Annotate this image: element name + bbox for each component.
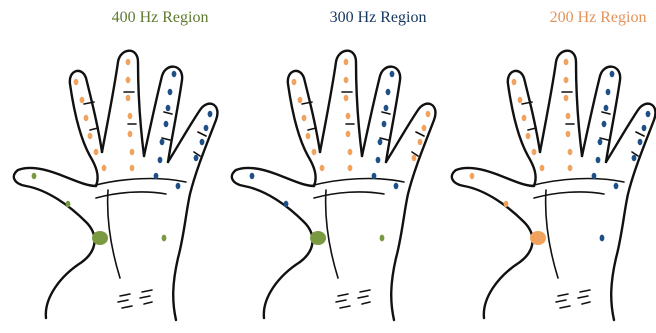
marker-middle-6 xyxy=(568,149,573,155)
marker-index-5 xyxy=(312,149,317,155)
marker-little-4 xyxy=(412,155,417,161)
marker-little-1 xyxy=(426,111,431,117)
marker-middle-6 xyxy=(130,149,135,155)
marker-little-2 xyxy=(204,125,209,131)
marker-little-4 xyxy=(632,155,637,161)
marker-little-3 xyxy=(200,139,205,145)
marker-ring-7 xyxy=(372,173,377,179)
marker-palm-1 xyxy=(176,183,181,189)
hand-panel-400hz: 400 Hz Region xyxy=(14,9,218,320)
marker-ring-3 xyxy=(604,105,609,111)
marker-hypothenar-1 xyxy=(600,235,605,242)
marker-middle-3 xyxy=(126,95,131,101)
marker-index-3 xyxy=(84,115,89,121)
marker-index-3 xyxy=(302,115,307,121)
marker-ring-6 xyxy=(158,157,163,163)
marker-index-2 xyxy=(80,97,85,103)
marker-thumb-2 xyxy=(66,201,71,207)
marker-index-6 xyxy=(540,165,545,171)
hand-illustration xyxy=(452,51,656,320)
marker-middle-4 xyxy=(128,113,133,119)
marker-thenar-large-1 xyxy=(310,231,326,245)
marker-middle-1 xyxy=(564,59,569,65)
marker-index-1 xyxy=(512,79,517,85)
marker-middle-4 xyxy=(346,113,351,119)
marker-index-4 xyxy=(306,133,311,139)
marker-ring-3 xyxy=(166,105,171,111)
marker-ring-5 xyxy=(598,139,603,145)
marker-little-3 xyxy=(638,139,643,145)
marker-middle-7 xyxy=(130,165,135,171)
marker-ring-5 xyxy=(160,139,165,145)
marker-thumb-1 xyxy=(32,173,37,179)
panel-title-200hz: 200 Hz Region xyxy=(550,9,647,26)
marker-middle-1 xyxy=(344,59,349,65)
marker-index-5 xyxy=(94,149,99,155)
marker-middle-5 xyxy=(128,131,133,137)
marker-index-5 xyxy=(532,149,537,155)
panel-title-400hz: 400 Hz Region xyxy=(112,9,209,26)
hand-illustration xyxy=(232,51,436,320)
marker-index-4 xyxy=(526,133,531,139)
panel-title-300hz: 300 Hz Region xyxy=(330,9,427,26)
marker-ring-5 xyxy=(378,139,383,145)
marker-index-6 xyxy=(320,165,325,171)
marker-middle-2 xyxy=(344,77,349,83)
marker-ring-7 xyxy=(592,173,597,179)
marker-index-2 xyxy=(518,97,523,103)
marker-palm-1 xyxy=(394,183,399,189)
marker-ring-4 xyxy=(602,121,607,127)
marker-ring-1 xyxy=(610,71,615,77)
marker-index-1 xyxy=(74,79,79,85)
marker-middle-7 xyxy=(568,165,573,171)
marker-little-2 xyxy=(642,125,647,131)
marker-ring-1 xyxy=(172,71,177,77)
marker-thenar-large-1 xyxy=(92,231,108,245)
marker-ring-4 xyxy=(164,121,169,127)
marker-thenar-large-1 xyxy=(530,231,546,245)
marker-hypothenar-1 xyxy=(162,235,167,242)
marker-middle-5 xyxy=(346,131,351,137)
marker-thumb-1 xyxy=(470,173,475,179)
marker-hypothenar-1 xyxy=(380,235,385,242)
marker-middle-3 xyxy=(344,95,349,101)
marker-ring-2 xyxy=(606,89,611,95)
marker-little-4 xyxy=(194,155,199,161)
marker-index-6 xyxy=(102,165,107,171)
marker-ring-2 xyxy=(386,89,391,95)
marker-thumb-2 xyxy=(284,201,289,207)
marker-index-1 xyxy=(292,79,297,85)
marker-thumb-2 xyxy=(504,201,509,207)
marker-index-2 xyxy=(298,97,303,103)
marker-middle-7 xyxy=(348,165,353,171)
marker-ring-7 xyxy=(154,173,159,179)
marker-little-2 xyxy=(422,125,427,131)
marker-ring-6 xyxy=(376,157,381,163)
marker-middle-5 xyxy=(566,131,571,137)
marker-little-1 xyxy=(646,111,651,117)
marker-middle-2 xyxy=(126,77,131,83)
marker-ring-6 xyxy=(596,157,601,163)
marker-middle-4 xyxy=(566,113,571,119)
marker-thumb-1 xyxy=(250,173,255,179)
marker-middle-6 xyxy=(348,149,353,155)
marker-middle-2 xyxy=(564,77,569,83)
marker-index-3 xyxy=(522,115,527,121)
hand-panel-300hz: 300 Hz Region xyxy=(232,9,436,320)
marker-palm-1 xyxy=(614,183,619,189)
marker-little-1 xyxy=(208,111,213,117)
marker-ring-2 xyxy=(168,89,173,95)
marker-ring-4 xyxy=(382,121,387,127)
hand-panel-200hz: 200 Hz Region xyxy=(452,9,656,320)
marker-ring-1 xyxy=(390,71,395,77)
marker-middle-1 xyxy=(126,59,131,65)
marker-ring-3 xyxy=(384,105,389,111)
marker-middle-3 xyxy=(564,95,569,101)
hand-illustration xyxy=(14,51,218,320)
marker-index-4 xyxy=(88,133,93,139)
marker-little-3 xyxy=(418,139,423,145)
